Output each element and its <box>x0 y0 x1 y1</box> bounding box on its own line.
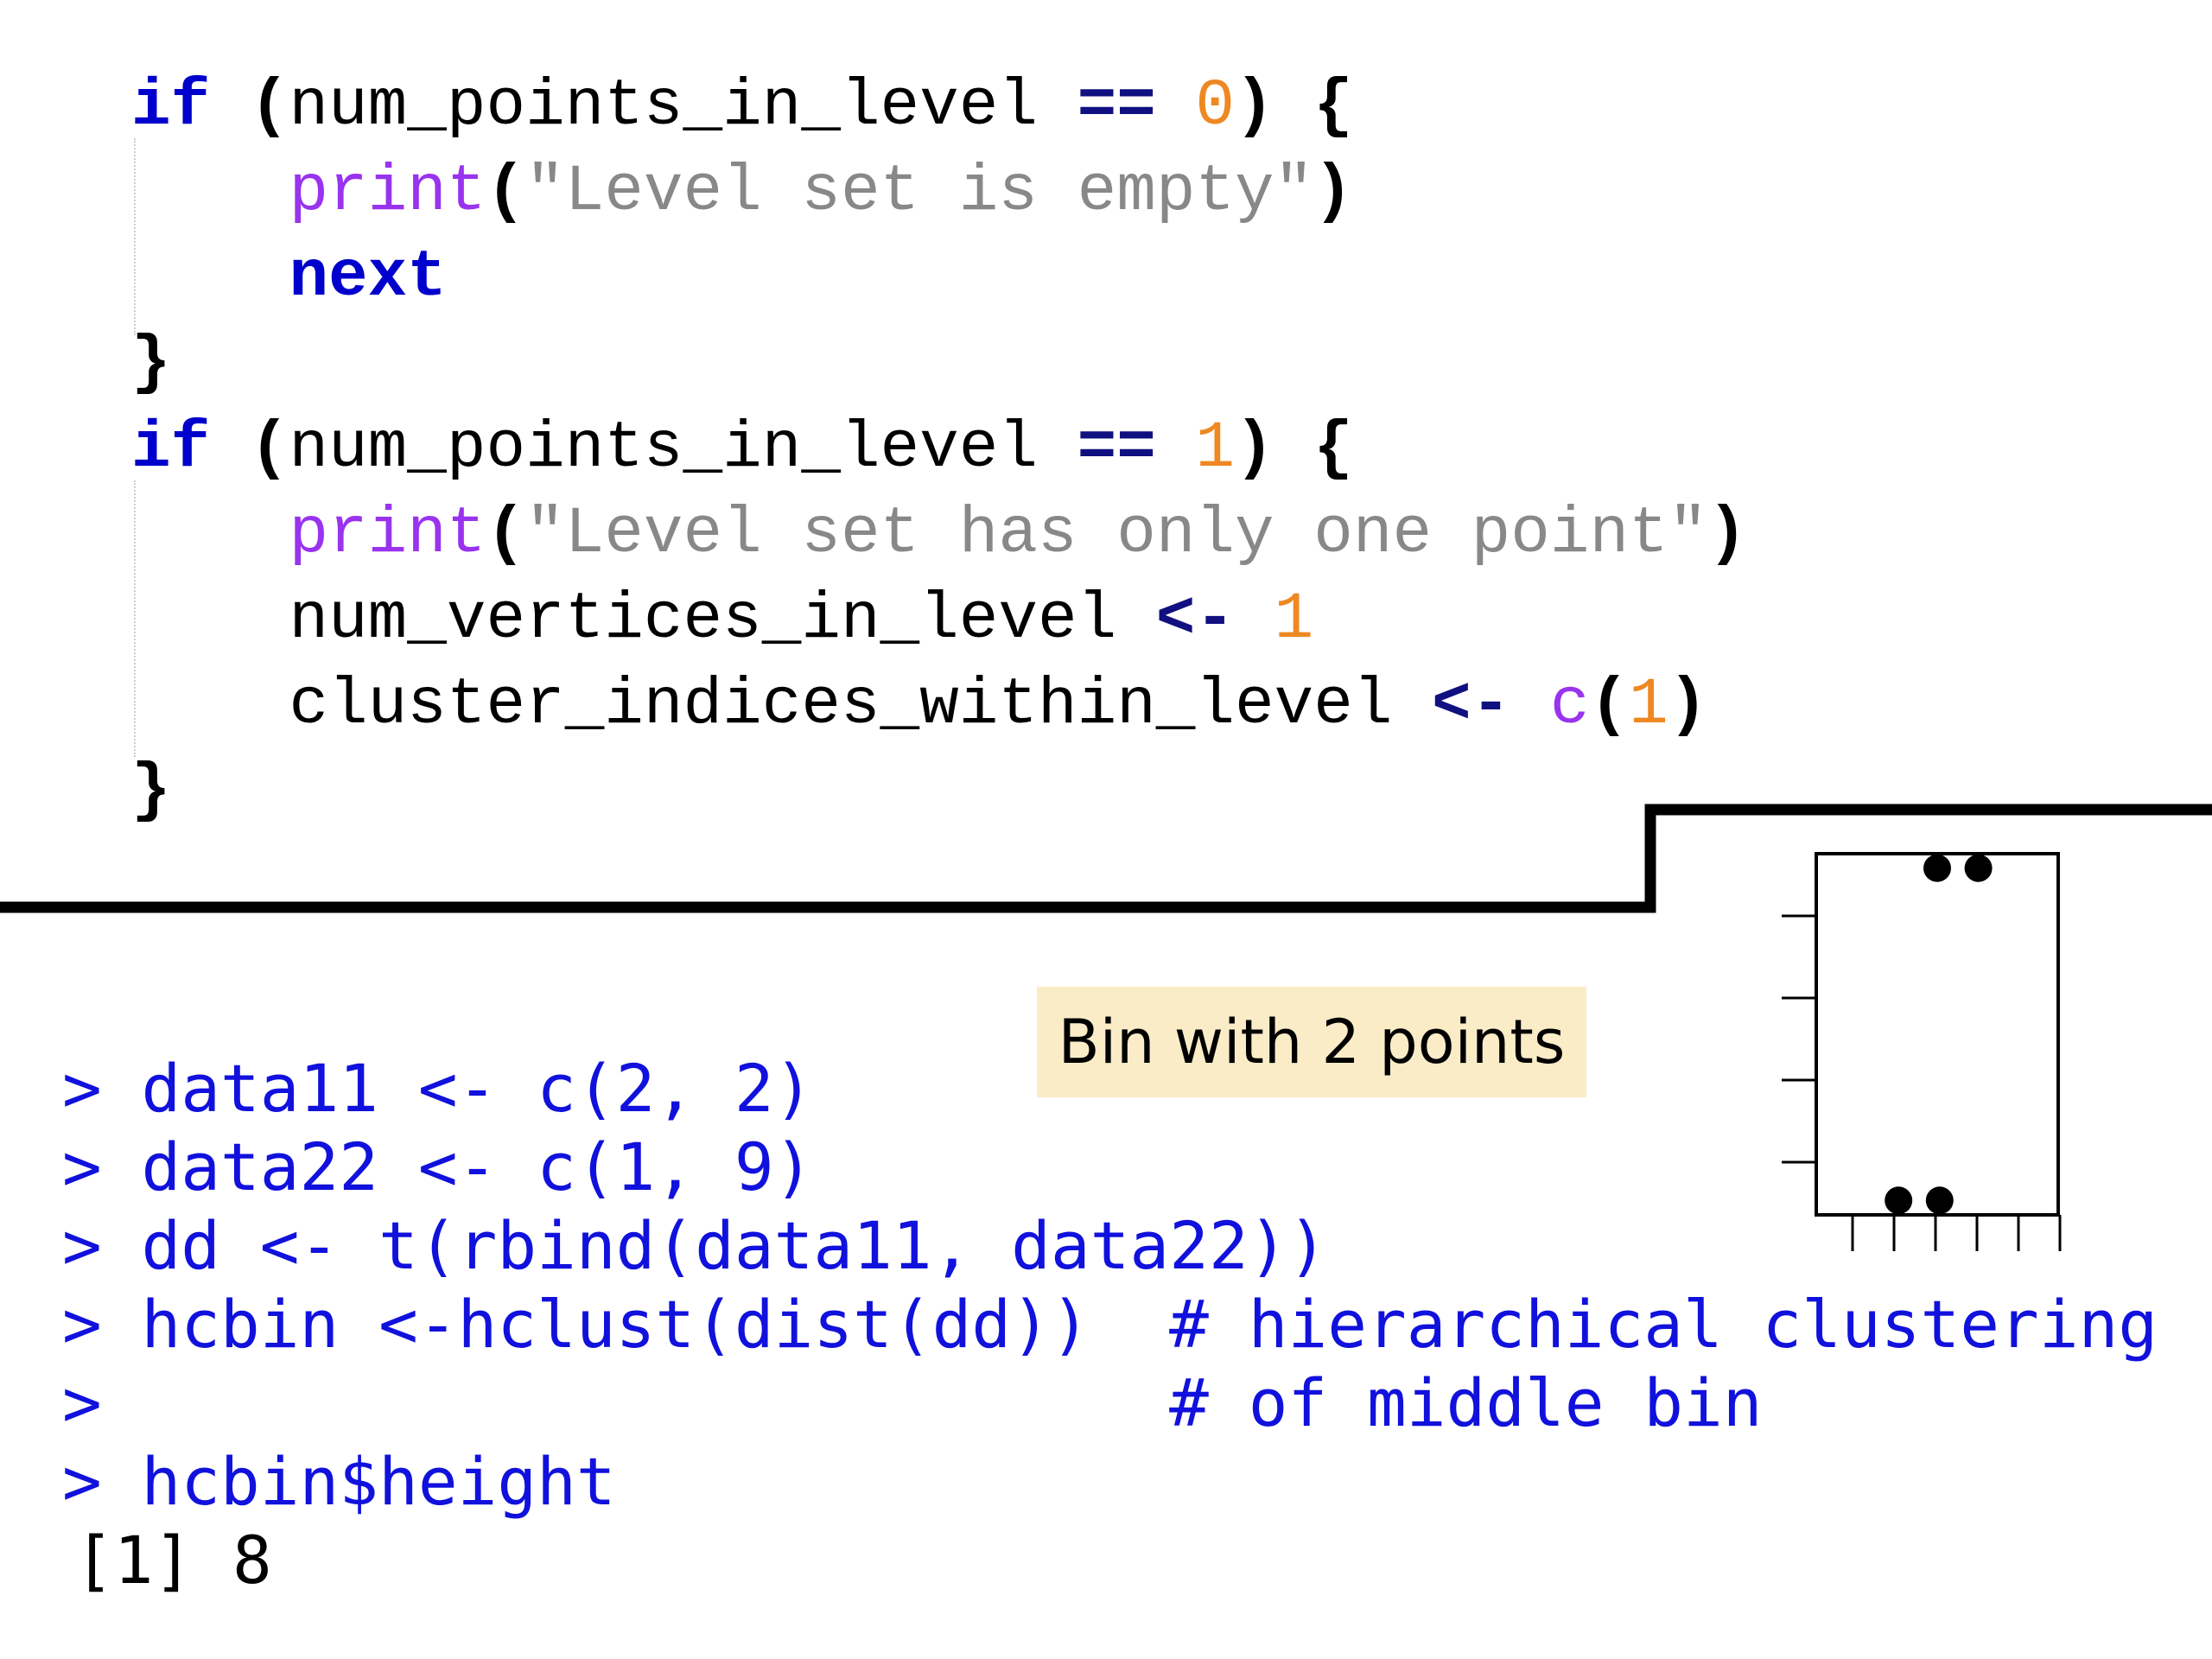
code-token: 0 <box>1195 69 1236 143</box>
code-token: "Level set is empty" <box>525 155 1314 229</box>
code-token: ) <box>1668 668 1708 742</box>
code-token: == <box>1037 69 1196 143</box>
console-command: # of middle bin <box>141 1364 1763 1441</box>
code-token: ) <box>1707 497 1747 571</box>
data-point <box>1964 854 1993 882</box>
console-prompt: > <box>62 1364 102 1441</box>
code-line: print("Level set has only one point") <box>131 492 1747 576</box>
code-token: 1 <box>1629 668 1669 742</box>
code-token: <- <box>1116 582 1274 657</box>
code-token: "Level set has only one point" <box>525 497 1708 571</box>
console-input-line: > hcbin$height <box>62 1442 616 1522</box>
console-prompt: > <box>62 1443 102 1520</box>
console-prompt: > <box>62 1286 102 1363</box>
bin-callout-label: Bin with 2 points <box>1037 987 1586 1097</box>
code-token: print <box>289 155 486 229</box>
code-token: ( <box>486 155 526 229</box>
bin-plot <box>1782 852 2062 1251</box>
console-input-line: > hcbin <-hclust(dist(dd)) # hierarchica… <box>62 1285 2158 1364</box>
code-token: print <box>289 497 486 571</box>
code-token: if <box>131 411 211 486</box>
console-input-line: > data11 <- c(2, 2) <box>62 1049 813 1128</box>
code-token: } <box>131 753 171 828</box>
console-output-line: [1] 8 <box>74 1521 272 1600</box>
console-prompt: > <box>62 1050 102 1127</box>
indent-guide <box>134 138 136 335</box>
code-token: } <box>131 326 171 400</box>
bin-y-axis-ticks <box>1782 914 1816 1164</box>
code-line: } <box>131 321 171 405</box>
console-command: data22 <- c(1, 9) <box>141 1128 814 1205</box>
code-token: ( <box>210 411 289 486</box>
data-point <box>1885 1186 1913 1215</box>
console-command: data11 <- c(2, 2) <box>141 1050 814 1127</box>
console-prompt: > <box>62 1207 102 1284</box>
code-token: ( <box>486 497 526 571</box>
code-editor: if (num_points_in_level == 0) { print("L… <box>131 64 1747 833</box>
bin-points <box>1885 854 1993 1215</box>
data-point <box>1923 854 1951 882</box>
console-command: dd <- t(rbind(data11, data22)) <box>141 1207 1328 1284</box>
indent-guide <box>134 480 136 757</box>
bin-box <box>1815 852 2060 1217</box>
console-result: [1] 8 <box>74 1522 272 1599</box>
code-token: <- <box>1392 668 1550 742</box>
code-line: if (num_points_in_level == 0) { <box>131 64 1353 149</box>
console-command: hcbin$height <box>141 1443 616 1520</box>
code-token: next <box>289 240 447 315</box>
code-token: 1 <box>1274 582 1314 657</box>
code-token: num_vertices_in_level <box>289 582 1117 657</box>
code-token: ) { <box>1235 411 1353 486</box>
code-token: if <box>131 69 211 143</box>
code-token: ) { <box>1235 69 1353 143</box>
console-input-line: > dd <- t(rbind(data11, data22)) <box>62 1206 1327 1286</box>
code-line: if (num_points_in_level == 1) { <box>131 406 1353 491</box>
code-token: ( <box>1589 668 1630 742</box>
code-token: cluster_indices_within_level <box>289 668 1393 742</box>
code-token: ) <box>1313 155 1353 229</box>
data-point <box>1925 1186 1954 1215</box>
console-prompt: > <box>62 1128 102 1205</box>
code-line: num_vertices_in_level <- 1 <box>131 577 1313 662</box>
code-token: == <box>1037 411 1196 486</box>
code-token: 1 <box>1195 411 1236 486</box>
console-input-line: > data22 <- c(1, 9) <box>62 1128 813 1207</box>
code-line: print("Level set is empty") <box>131 149 1353 234</box>
code-line: } <box>131 748 171 833</box>
console-input-line: > # of middle bin <box>62 1363 1763 1443</box>
code-token: num_points_in_level <box>289 69 1038 143</box>
bin-x-axis-ticks <box>1851 1215 2062 1251</box>
code-token: c <box>1549 668 1590 742</box>
code-token: ( <box>210 69 289 143</box>
code-token: num_points_in_level <box>289 411 1038 486</box>
code-line: next <box>131 235 447 320</box>
console-command: hcbin <-hclust(dist(dd)) # hierarchical … <box>141 1286 2158 1363</box>
code-line: cluster_indices_within_level <- c(1) <box>131 663 1707 747</box>
